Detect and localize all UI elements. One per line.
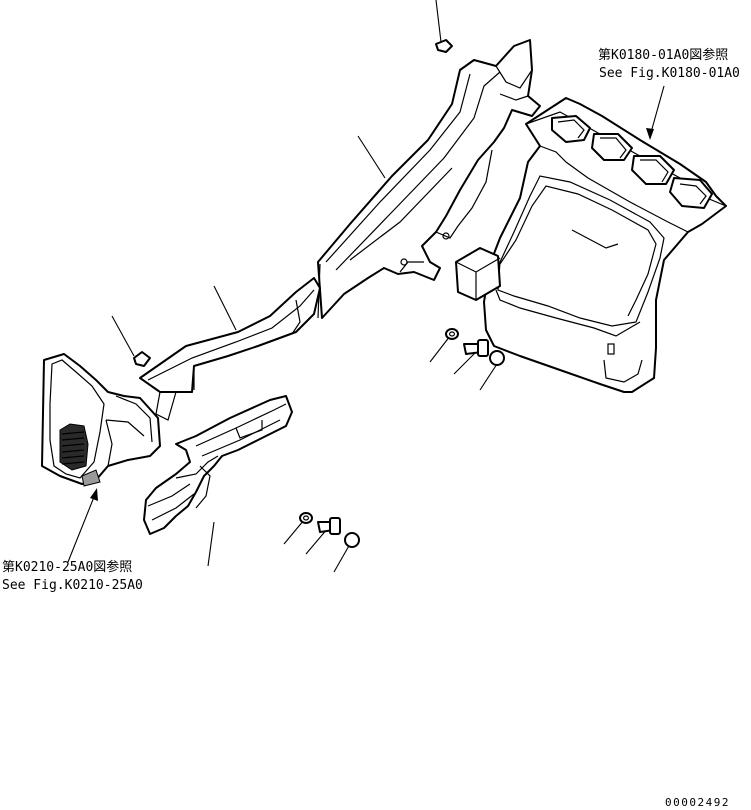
console-side-panel <box>143 395 293 535</box>
bolt-upper <box>463 339 489 357</box>
bracket-block <box>455 247 501 301</box>
drawing-number: 00002492 <box>665 796 730 809</box>
clip-part-top <box>435 39 453 53</box>
leader-lines <box>67 0 665 573</box>
rear-panel-assembly <box>483 97 727 393</box>
rear-panel-vents <box>551 115 713 209</box>
clip-part-left <box>133 351 151 367</box>
reference-label-jp: 第K0180-01A0図参照 <box>598 47 728 63</box>
reference-label-upper-right: 第K0180-01A0図参照 See Fig.K0180-01A0 <box>598 47 740 81</box>
reference-label-lower-left: 第K0210-25A0図参照 See Fig.K0210-25A0 <box>2 559 143 593</box>
reference-label-jp: 第K0210-25A0図参照 <box>2 559 132 575</box>
rear-pillar-trim <box>317 39 541 319</box>
lower-side-trim <box>139 277 321 421</box>
reference-label-en: See Fig.K0180-01A0 <box>599 66 740 81</box>
fastener-set-lower <box>299 512 360 548</box>
fastener-set-upper <box>445 328 505 366</box>
reference-label-en: See Fig.K0210-25A0 <box>2 578 143 593</box>
speaker-grille <box>61 431 85 465</box>
bolt-lower <box>317 517 341 535</box>
front-pillar-trim <box>41 353 161 487</box>
